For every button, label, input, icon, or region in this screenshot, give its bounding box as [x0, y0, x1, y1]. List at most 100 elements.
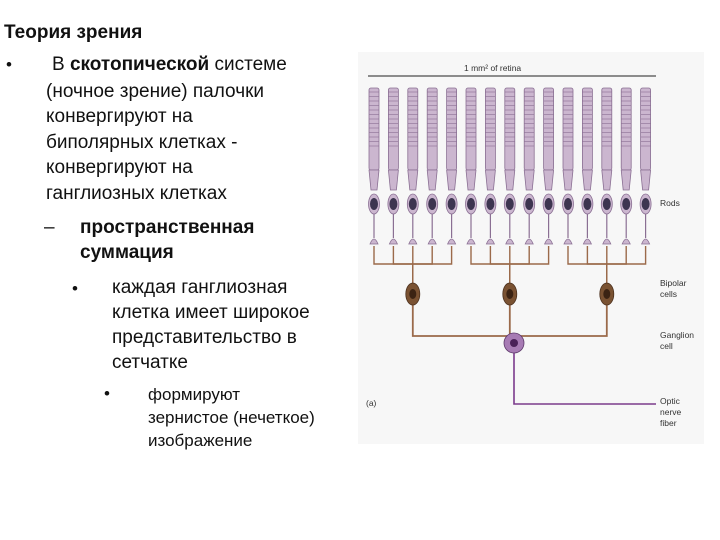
ganglion-nucleus — [510, 339, 518, 347]
panel-label: (a) — [366, 398, 377, 408]
rod — [639, 87, 652, 245]
sub1-line2: суммация — [80, 242, 174, 263]
rod-terminal — [369, 238, 379, 245]
bullet1-line3: конвергируют на — [46, 106, 193, 127]
rod — [445, 87, 458, 245]
bullet-marker-2: • — [72, 279, 78, 298]
bipolar-label-1: Bipolar — [660, 278, 687, 288]
rod — [387, 87, 400, 245]
rod — [406, 87, 419, 245]
rod-inner-segment — [407, 169, 419, 191]
bullet1-line2: (ночное зрение) палочки — [46, 81, 265, 102]
rod-terminal — [388, 238, 398, 245]
retina-diagram-svg: 1 mm² of retina Rods Bipolar cells Gangl… — [366, 63, 694, 428]
sub3-line1: формируют — [148, 385, 241, 404]
rod-outer-segment — [543, 87, 555, 171]
bipolar-wiring — [470, 246, 550, 324]
rod — [465, 87, 477, 245]
rod-terminal — [447, 238, 457, 245]
rod-outer-segment — [581, 87, 593, 171]
ganglion-label-1: Ganglion — [660, 330, 694, 340]
rod — [620, 87, 633, 245]
rod — [368, 87, 380, 245]
rods-label: Rods — [660, 198, 680, 208]
dendrite — [509, 246, 550, 284]
rod-nucleus — [622, 198, 631, 210]
rod-nucleus — [389, 198, 398, 210]
rod-inner-segment — [504, 169, 516, 191]
rod-terminal — [621, 238, 631, 245]
rod-inner-segment — [543, 169, 555, 191]
sub3-line3: изображение — [148, 431, 253, 450]
dendrite — [412, 246, 433, 284]
bipolar-label-2: cells — [660, 289, 677, 299]
rod-nucleus — [505, 198, 514, 210]
rod-nucleus — [370, 198, 378, 210]
bullet1-line5: конвергируют на — [46, 157, 193, 178]
rod-terminal — [427, 238, 437, 245]
slide-title: Теория зрения — [4, 22, 143, 43]
rod-outer-segment — [640, 87, 652, 171]
rod-outer-segment — [465, 87, 477, 171]
sub3-line2: зернистое (нечеткое) — [148, 408, 315, 427]
rod — [581, 87, 594, 245]
bullet-marker-3: • — [104, 384, 110, 403]
sub2-line3: представительство в — [112, 327, 297, 348]
bullet1-prefix: В — [52, 54, 70, 75]
rod-inner-segment — [620, 169, 632, 191]
bipolar-cell — [405, 282, 421, 306]
rod-terminal — [582, 238, 592, 245]
rod-inner-segment — [426, 169, 438, 191]
dendrite — [489, 246, 511, 284]
rod-terminal — [641, 238, 651, 245]
rod-nucleus — [428, 198, 437, 210]
bullet1-suffix: системе — [209, 54, 287, 75]
cells-group — [405, 282, 615, 354]
rod-outer-segment — [504, 87, 516, 171]
rod — [600, 87, 613, 245]
retina-diagram: 1 mm² of retina Rods Bipolar cells Gangl… — [358, 52, 704, 444]
rod-outer-segment — [407, 87, 419, 171]
rods-group — [368, 87, 652, 245]
rod-outer-segment — [446, 87, 457, 171]
bullet-marker: • — [6, 55, 12, 74]
rod — [562, 87, 574, 245]
rod — [484, 87, 497, 245]
rod-terminal — [524, 238, 534, 245]
ganglion-label-2: cell — [660, 341, 673, 351]
rod-inner-segment — [523, 169, 535, 191]
sub1-line1: пространственная — [80, 217, 255, 238]
rod-terminal — [485, 238, 495, 245]
bullet1-line6: ганглиозных клетках — [46, 183, 227, 204]
rod — [523, 87, 536, 245]
bullet1-line1: В скотопической системе — [52, 53, 287, 76]
rod-nucleus — [602, 198, 611, 210]
rod-outer-segment — [426, 87, 438, 171]
bipolar-nucleus — [409, 289, 417, 299]
dendrite — [509, 246, 530, 284]
rod-inner-segment — [465, 169, 477, 191]
rod — [542, 87, 555, 245]
wires-group — [373, 246, 656, 405]
rod — [503, 87, 516, 245]
optic-label-1: Optic — [660, 396, 681, 406]
optic-label-3: fiber — [660, 418, 677, 428]
bipolar-nucleus — [506, 289, 514, 299]
rod-nucleus — [525, 198, 534, 210]
rod-inner-segment — [446, 169, 458, 191]
rod-outer-segment — [562, 87, 574, 171]
rod-inner-segment — [601, 169, 613, 191]
rod-nucleus — [564, 198, 572, 210]
rod-inner-segment — [562, 169, 574, 191]
rod-terminal — [466, 238, 476, 245]
rod-outer-segment — [523, 87, 535, 171]
rod-terminal — [544, 238, 554, 245]
rod-nucleus — [467, 198, 475, 210]
rod-inner-segment — [484, 169, 496, 191]
rod-nucleus — [447, 198, 456, 210]
dendrite — [412, 246, 453, 284]
bipolar-cell — [599, 282, 615, 306]
sub2-line1: каждая ганглиозная — [112, 277, 288, 298]
rod-nucleus — [486, 198, 495, 210]
rod-inner-segment — [581, 169, 593, 191]
